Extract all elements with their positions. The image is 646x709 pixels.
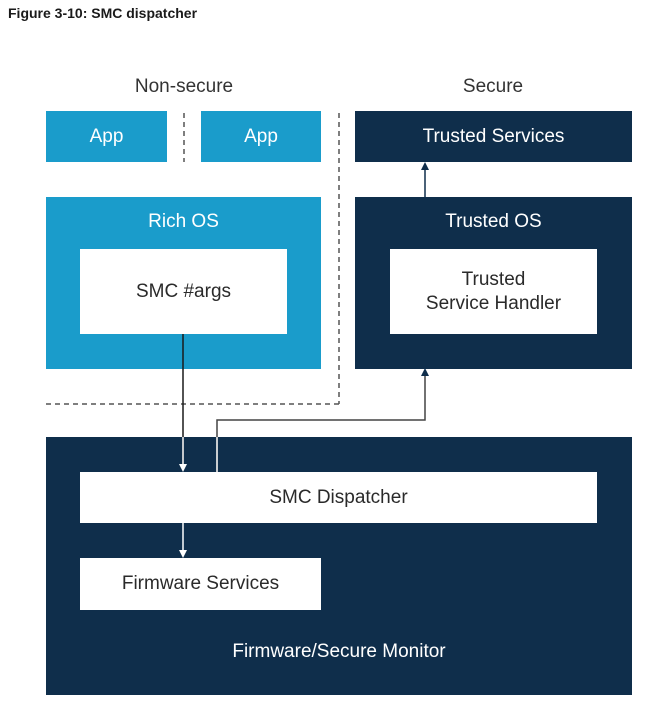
firmware-monitor-label: Firmware/Secure Monitor: [232, 641, 446, 662]
trusted-service-handler-box: Trusted Service Handler: [390, 249, 597, 334]
firmware-services-box: Firmware Services: [80, 558, 321, 610]
trusted-os-label: Trusted OS: [445, 211, 542, 232]
smc-args-box: SMC #args: [80, 249, 287, 334]
trusted-services-label: Trusted Services: [422, 125, 565, 147]
smc-dispatcher-label: SMC Dispatcher: [269, 486, 408, 508]
nonsecure-label: Non-secure: [134, 76, 234, 97]
dispatcher-to-trusted-os-line: [216, 368, 429, 472]
app-box-1: App: [46, 111, 167, 162]
firmware-monitor-box: SMC Dispatcher Firmware Services Firmwar…: [46, 437, 632, 695]
app-box-2: App: [201, 111, 321, 162]
figure-title: Figure 3-10: SMC dispatcher: [8, 5, 198, 21]
secure-label: Secure: [462, 76, 524, 97]
firmware-services-label: Firmware Services: [121, 573, 280, 595]
trusted-os-box: Trusted OS Trusted Service Handler: [355, 197, 632, 369]
trusted-service-handler-line1: Trusted: [461, 268, 526, 290]
app-label-2: App: [244, 125, 278, 147]
trusted-service-handler-line2: Service Handler: [425, 292, 562, 314]
rich-os-box: Rich OS SMC #args: [46, 197, 321, 369]
app-label-1: App: [89, 125, 124, 147]
smc-args-label: SMC #args: [135, 280, 232, 302]
trusted-services-box: Trusted Services: [355, 111, 632, 162]
rich-os-label: Rich OS: [148, 211, 219, 232]
smc-dispatcher-box: SMC Dispatcher: [80, 472, 597, 523]
